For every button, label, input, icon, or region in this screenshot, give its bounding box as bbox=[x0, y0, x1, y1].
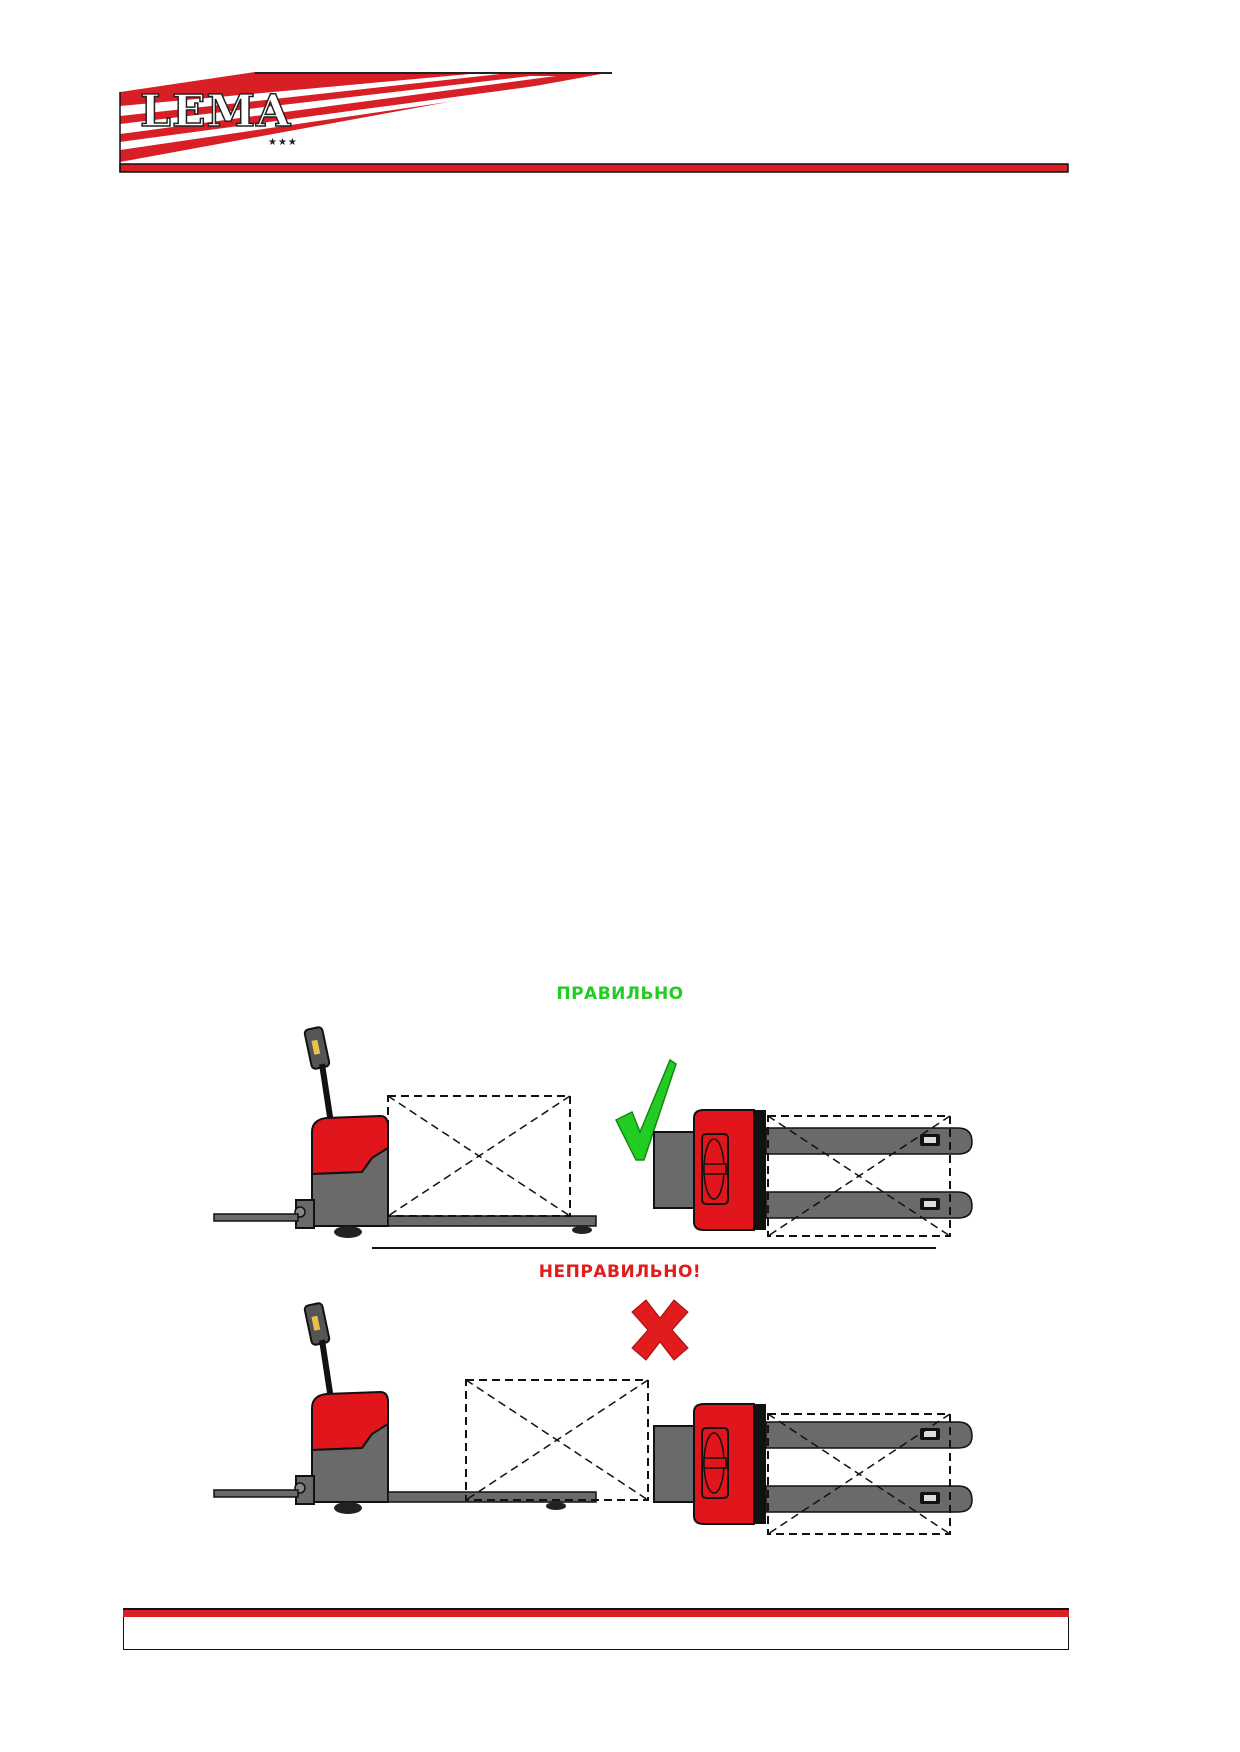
forks-top-wrong bbox=[765, 1421, 973, 1513]
cross-icon bbox=[631, 1299, 689, 1361]
footer-box bbox=[123, 1617, 1069, 1650]
load-box-wrong-side bbox=[465, 1379, 649, 1501]
logo-stars: ★★★ bbox=[268, 137, 298, 148]
checkmark-icon bbox=[614, 1058, 677, 1161]
header-logo-banner bbox=[119, 72, 1069, 173]
truck-side-view-wrong bbox=[214, 1303, 388, 1514]
load-box-correct-top bbox=[767, 1115, 951, 1237]
logo-text: LEMA bbox=[139, 86, 292, 137]
truck-side-view-correct bbox=[214, 1027, 388, 1238]
caption-correct: ПРАВИЛЬНО bbox=[556, 984, 684, 1004]
load-box-wrong-top bbox=[767, 1413, 951, 1535]
forks-top-correct bbox=[765, 1127, 973, 1219]
load-box-correct-side bbox=[387, 1095, 571, 1217]
caption-wrong: НЕПРАВИЛЬНО! bbox=[538, 1262, 702, 1282]
